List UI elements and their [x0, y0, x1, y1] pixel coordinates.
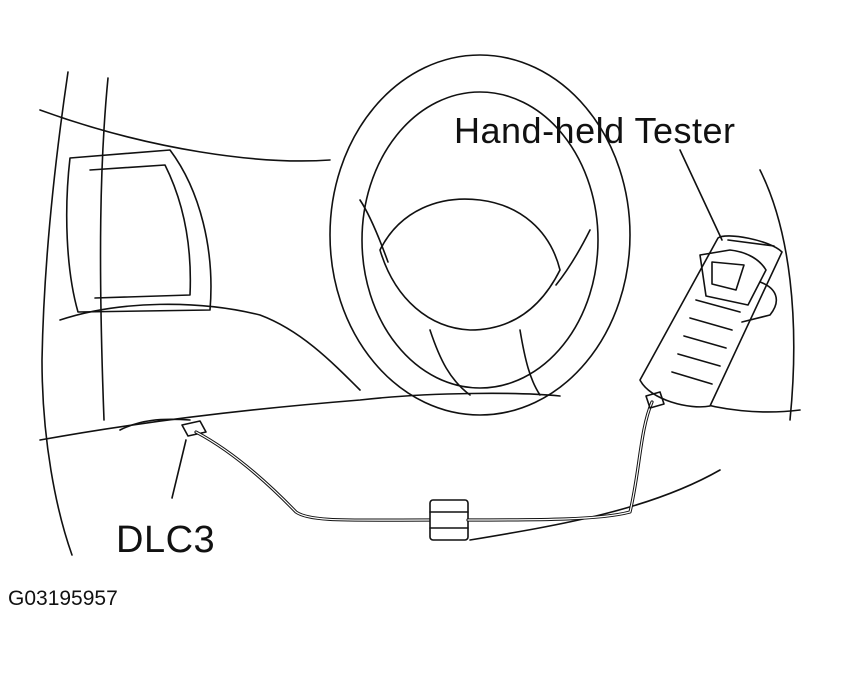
dash-vent-outer	[65, 149, 212, 313]
cable-box-to-tester-inner	[467, 401, 653, 521]
steering-spoke-left	[359, 199, 389, 263]
door-edge	[99, 77, 109, 421]
cable-dlc-to-box-inner	[195, 431, 431, 521]
dash-bottom-edge	[39, 392, 561, 441]
dash-lower-panel	[59, 303, 361, 391]
dlc3-connector	[181, 420, 207, 437]
cable-box-to-tester	[466, 400, 654, 522]
dlc3-leader-line	[171, 439, 187, 499]
tester-leader-line	[679, 149, 723, 241]
knee-panel	[119, 418, 191, 431]
dash-vent-inner	[89, 164, 192, 299]
tester-side-grip	[741, 281, 778, 323]
steering-hub	[379, 198, 561, 331]
steering-wheel-rim-inner	[361, 91, 599, 389]
steering-spoke-right	[555, 229, 591, 286]
floor-line	[469, 469, 721, 541]
hand-held-tester	[639, 235, 783, 409]
tester-screen-top	[727, 239, 775, 247]
hand-held-tester-label: Hand-held Tester	[454, 110, 736, 151]
right-console	[759, 169, 795, 421]
dlc3-label: DLC3	[116, 519, 216, 561]
door-pillar	[41, 71, 73, 556]
dash-top-edge	[39, 109, 331, 162]
cable-dlc-to-box	[194, 430, 432, 522]
steering-column	[429, 329, 541, 396]
cable-adapter-box	[429, 499, 469, 541]
figure-code-label: G03195957	[8, 587, 118, 610]
steering-wheel-rim-outer	[329, 54, 631, 416]
